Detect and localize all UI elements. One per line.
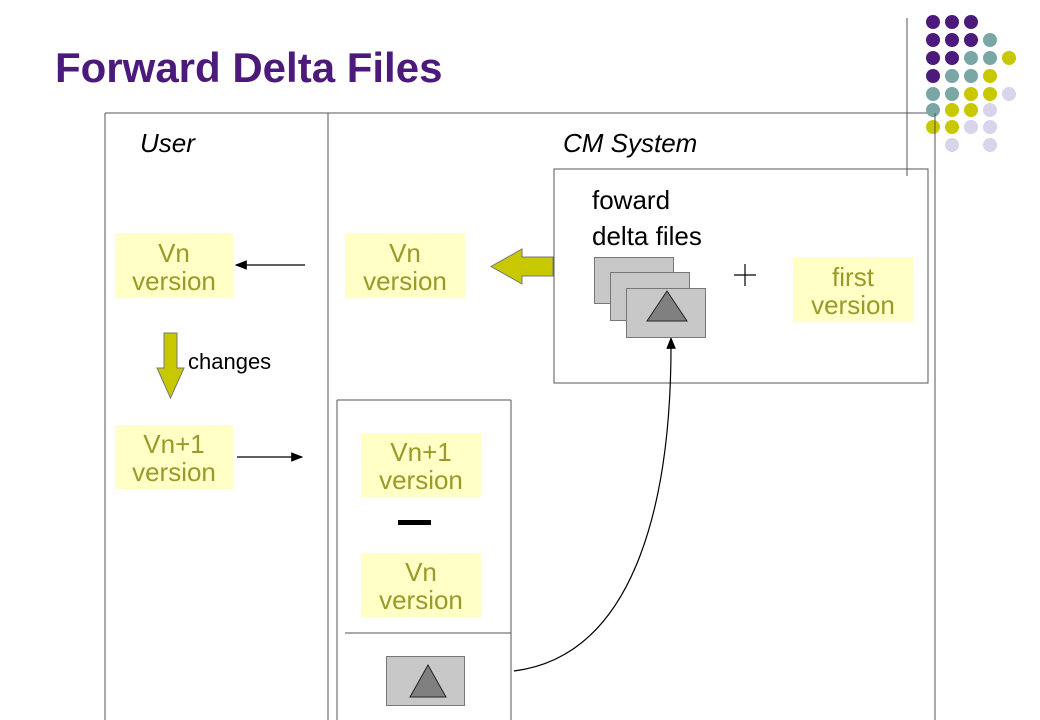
version-box-line2: version xyxy=(379,585,463,615)
user-column-label: User xyxy=(140,128,195,158)
forward-delta-label: foward delta files xyxy=(592,185,702,251)
delta-icon xyxy=(646,290,688,322)
user-vn-version-box: Vn version xyxy=(115,233,233,298)
minus-sign xyxy=(398,520,431,525)
first-version-box: first version xyxy=(793,257,913,322)
changes-arrow xyxy=(156,332,185,400)
cm-system-column-label: CM System xyxy=(563,128,698,158)
version-box-line1: Vn+1 xyxy=(143,429,205,459)
dot-grid xyxy=(926,15,1016,152)
diff-vn-version-box: Vn version xyxy=(361,553,481,617)
version-box-line2: version xyxy=(811,289,895,320)
cm-vn-version-box: Vn version xyxy=(345,233,465,298)
version-box-line1: Vn xyxy=(405,557,437,587)
version-box-line1: Vn+1 xyxy=(390,437,452,467)
version-box-line1: first xyxy=(832,261,874,292)
diff-vn1-version-box: Vn+1 version xyxy=(361,433,481,497)
repository-panel xyxy=(553,168,929,384)
result-delta-doc xyxy=(386,656,465,706)
version-box-line2: version xyxy=(379,465,463,495)
retrieve-arrow xyxy=(489,248,554,285)
delta-doc-3 xyxy=(626,288,706,338)
version-box-line1: Vn xyxy=(389,237,421,268)
delta-icon xyxy=(409,663,447,698)
user-vn1-version-box: Vn+1 version xyxy=(115,425,233,489)
store-delta-arrow xyxy=(513,336,676,672)
version-box-line1: Vn xyxy=(158,237,190,268)
version-box-line2: version xyxy=(363,265,447,296)
changes-label: changes xyxy=(188,349,272,374)
page-title: Forward Delta Files xyxy=(55,44,443,91)
version-box-line2: version xyxy=(132,265,216,296)
version-box-line2: version xyxy=(132,457,216,487)
